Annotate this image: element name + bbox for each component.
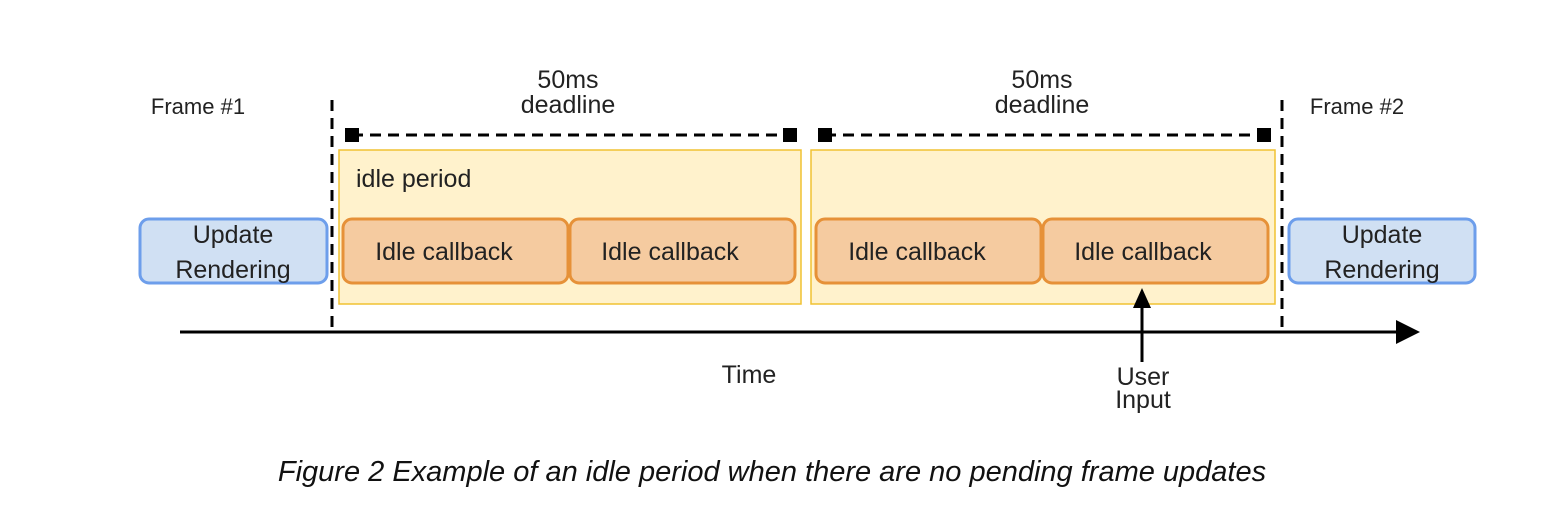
idle-callback-label-4: Idle callback	[1074, 238, 1212, 266]
update-rendering-left-line2: Rendering	[175, 256, 290, 284]
deadline-2-span	[818, 128, 1271, 142]
idle-callback-label-1: Idle callback	[375, 238, 513, 266]
update-rendering-left-box	[138, 217, 329, 285]
frame-2-label: Frame #2	[1310, 94, 1404, 119]
idle-callback-box-1	[341, 217, 570, 285]
update-rendering-right-box	[1287, 217, 1477, 285]
time-axis-label: Time	[722, 361, 777, 389]
idle-callback-label-3: Idle callback	[848, 238, 986, 266]
frame-1-label: Frame #1	[151, 94, 245, 119]
idle-period-diagram: Frame #1 Frame #2 50ms deadline 50ms dea…	[138, 66, 1477, 414]
deadline-1-span	[345, 128, 797, 142]
user-input-label-line2: Input	[1115, 386, 1171, 414]
deadline-1-value: 50ms	[537, 66, 598, 94]
deadline-2-value: 50ms	[1011, 66, 1072, 94]
user-input-label-line1: User	[1117, 363, 1170, 391]
idle-callback-label-2: Idle callback	[601, 238, 739, 266]
user-input-arrowhead	[1133, 288, 1151, 308]
idle-callback-box-3	[814, 217, 1043, 285]
deadline-1-label: deadline	[521, 91, 616, 119]
time-axis-arrowhead	[1396, 320, 1420, 344]
update-rendering-left-line1: Update	[193, 221, 274, 249]
deadline-2-label: deadline	[995, 91, 1090, 119]
update-rendering-right-line1: Update	[1342, 221, 1423, 249]
idle-callback-box-4	[1041, 217, 1270, 285]
idle-callback-box-2	[568, 217, 797, 285]
figure-caption: Figure 2 Example of an idle period when …	[277, 456, 1267, 488]
update-rendering-right-line2: Rendering	[1324, 256, 1439, 284]
idle-period-label: idle period	[356, 165, 471, 193]
